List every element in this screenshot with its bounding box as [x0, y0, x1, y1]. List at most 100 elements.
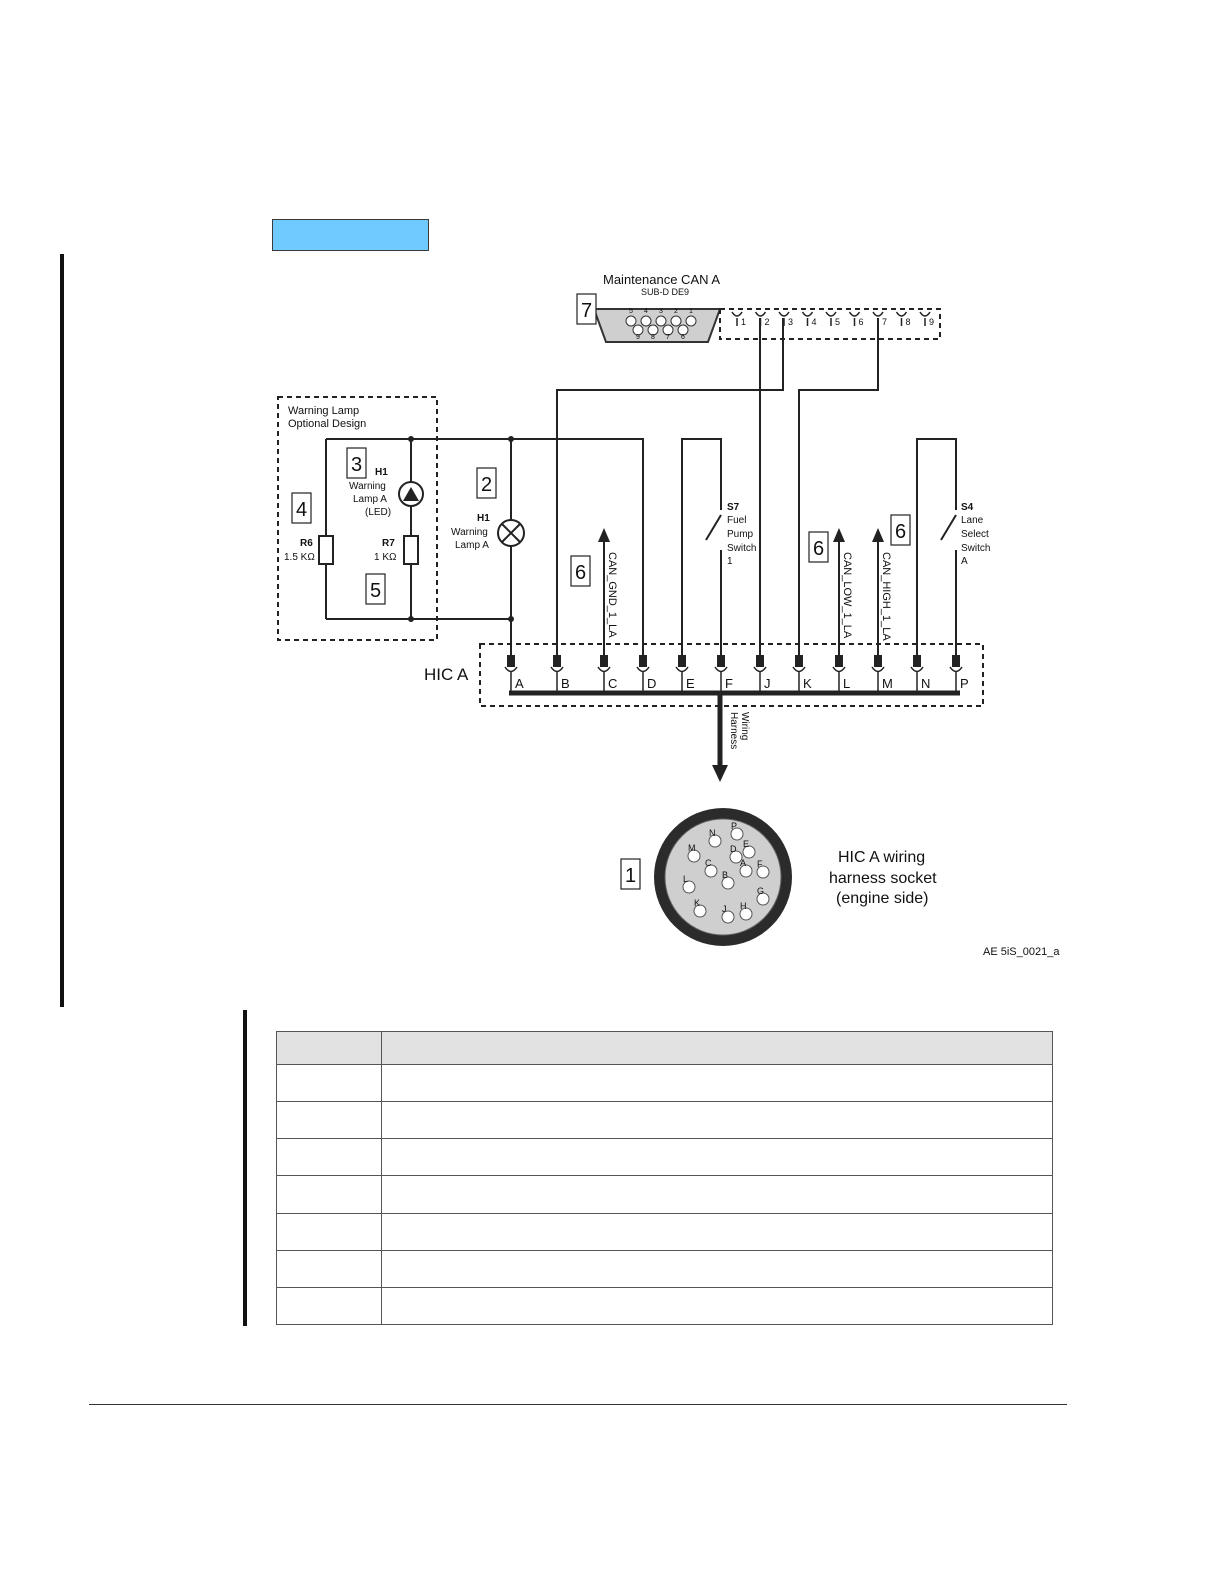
r6-resistor	[318, 535, 334, 565]
svg-text:3: 3	[788, 317, 793, 327]
svg-text:L: L	[843, 676, 850, 691]
maintenance-subtitle: SUB-D DE9	[641, 287, 689, 297]
socket-label-3: (engine side)	[836, 890, 929, 907]
legend-row	[276, 1286, 1053, 1326]
socket-pin-K: K	[693, 898, 707, 918]
hic-pin-N: N	[910, 655, 930, 693]
callout-6: 6	[808, 531, 829, 563]
svg-text:6: 6	[859, 317, 864, 327]
socket-pin-G: G	[756, 886, 770, 906]
strip-pin-4: 4	[801, 311, 817, 327]
s7-l1: Fuel	[727, 515, 746, 526]
hic-pin-J: J	[753, 655, 771, 693]
svg-text:J: J	[764, 676, 771, 691]
legend-row	[276, 1175, 1053, 1214]
h1-l2: Lamp A	[455, 540, 489, 551]
signal-can-high: CAN_HIGH_1_LA	[880, 552, 892, 641]
connector-label: HIC A	[424, 665, 469, 684]
r7-resistor	[403, 535, 419, 565]
legend-cell-item	[276, 1138, 382, 1177]
strip-pin-8: 8	[895, 311, 911, 327]
callout-3: 3	[346, 447, 367, 479]
s4-l1: Lane	[961, 515, 984, 526]
signal-can-low: CAN_LOW_1_LA	[841, 552, 853, 639]
socket-pin-B: B	[721, 870, 735, 890]
svg-text:F: F	[725, 676, 733, 691]
warning-box-line1: Warning Lamp	[288, 405, 359, 417]
svg-text:J: J	[722, 904, 727, 914]
svg-text:A: A	[740, 858, 746, 868]
change-bar-left	[60, 254, 64, 1007]
de9-pin-1: 1	[685, 308, 697, 327]
socket-pin-D: D	[729, 844, 743, 864]
svg-text:6: 6	[813, 538, 824, 560]
de9-shell	[592, 308, 722, 343]
footer-rule	[89, 1404, 1067, 1405]
strip-pin-5: 5	[825, 311, 840, 327]
socket-pin-E: E	[742, 839, 756, 859]
hic-pin-K: K	[792, 655, 812, 693]
svg-text:A: A	[515, 676, 524, 691]
svg-text:9: 9	[929, 317, 934, 327]
svg-text:E: E	[686, 676, 695, 691]
svg-text:8: 8	[906, 317, 911, 327]
maintenance-title: Maintenance CAN A	[603, 272, 720, 287]
callout-6: 6	[890, 514, 911, 546]
wire-can-low-to-B	[556, 318, 784, 655]
svg-text:D: D	[647, 676, 656, 691]
hic-pin-P: P	[949, 655, 969, 693]
hic-pin-E: E	[675, 655, 695, 693]
s7-l2: Pump	[727, 529, 754, 540]
h1-led-l1: Warning	[349, 481, 386, 492]
svg-text:5: 5	[629, 308, 633, 315]
legend-cell-description	[381, 1063, 1053, 1103]
hic-pin-F: F	[714, 655, 733, 693]
legend-cell-item	[276, 1249, 382, 1288]
wire-top-rail	[326, 438, 644, 655]
s4-ref: S4	[961, 502, 974, 513]
de9-pin-8: 8	[647, 324, 659, 341]
de9-pin-2: 2	[670, 308, 682, 327]
legend-cell-description	[381, 1101, 1053, 1140]
svg-text:3: 3	[659, 308, 663, 315]
hic-pin-D: D	[636, 655, 656, 693]
socket-pin-J: J	[721, 904, 735, 924]
svg-text:6: 6	[895, 521, 906, 543]
svg-text:K: K	[694, 898, 700, 908]
strip-pin-6: 6	[848, 311, 864, 327]
svg-text:D: D	[730, 844, 737, 854]
warning-lamp-box	[277, 396, 438, 641]
h1-l1: Warning	[451, 527, 488, 538]
callout-1: 1	[620, 858, 641, 890]
svg-text:3: 3	[351, 454, 362, 476]
svg-text:7: 7	[666, 334, 670, 341]
de9-pin-strip	[719, 308, 941, 340]
legend-cell-item	[276, 1212, 382, 1251]
svg-text:N: N	[921, 676, 930, 691]
legend-cell-description	[381, 1138, 1053, 1177]
r7-ref: R7	[382, 538, 395, 549]
svg-text:2: 2	[481, 474, 492, 496]
svg-text:C: C	[705, 858, 712, 868]
legend-cell-item	[276, 1175, 382, 1214]
figure-id: AE 5iS_0021_a	[983, 946, 1060, 958]
socket-pin-A: A	[739, 858, 753, 878]
de9-pin-4: 4	[640, 308, 652, 327]
s4-l4: A	[961, 556, 968, 567]
de9-pin-5: 5	[625, 308, 637, 327]
svg-text:C: C	[608, 676, 617, 691]
strip-pin-9: 9	[919, 311, 934, 327]
svg-text:B: B	[561, 676, 570, 691]
socket-pin-L: L	[682, 874, 696, 894]
hic-pin-C: C	[597, 655, 617, 693]
s7-l4: 1	[727, 556, 733, 567]
svg-text:4: 4	[644, 308, 648, 315]
legend-table	[276, 1031, 1053, 1326]
legend-header-row	[276, 1031, 1053, 1065]
de9-pin-7: 7	[662, 324, 674, 341]
svg-text:7: 7	[882, 317, 887, 327]
svg-text:4: 4	[812, 317, 817, 327]
svg-text:M: M	[882, 676, 893, 691]
callout-2: 2	[476, 467, 497, 499]
svg-text:P: P	[960, 676, 969, 691]
